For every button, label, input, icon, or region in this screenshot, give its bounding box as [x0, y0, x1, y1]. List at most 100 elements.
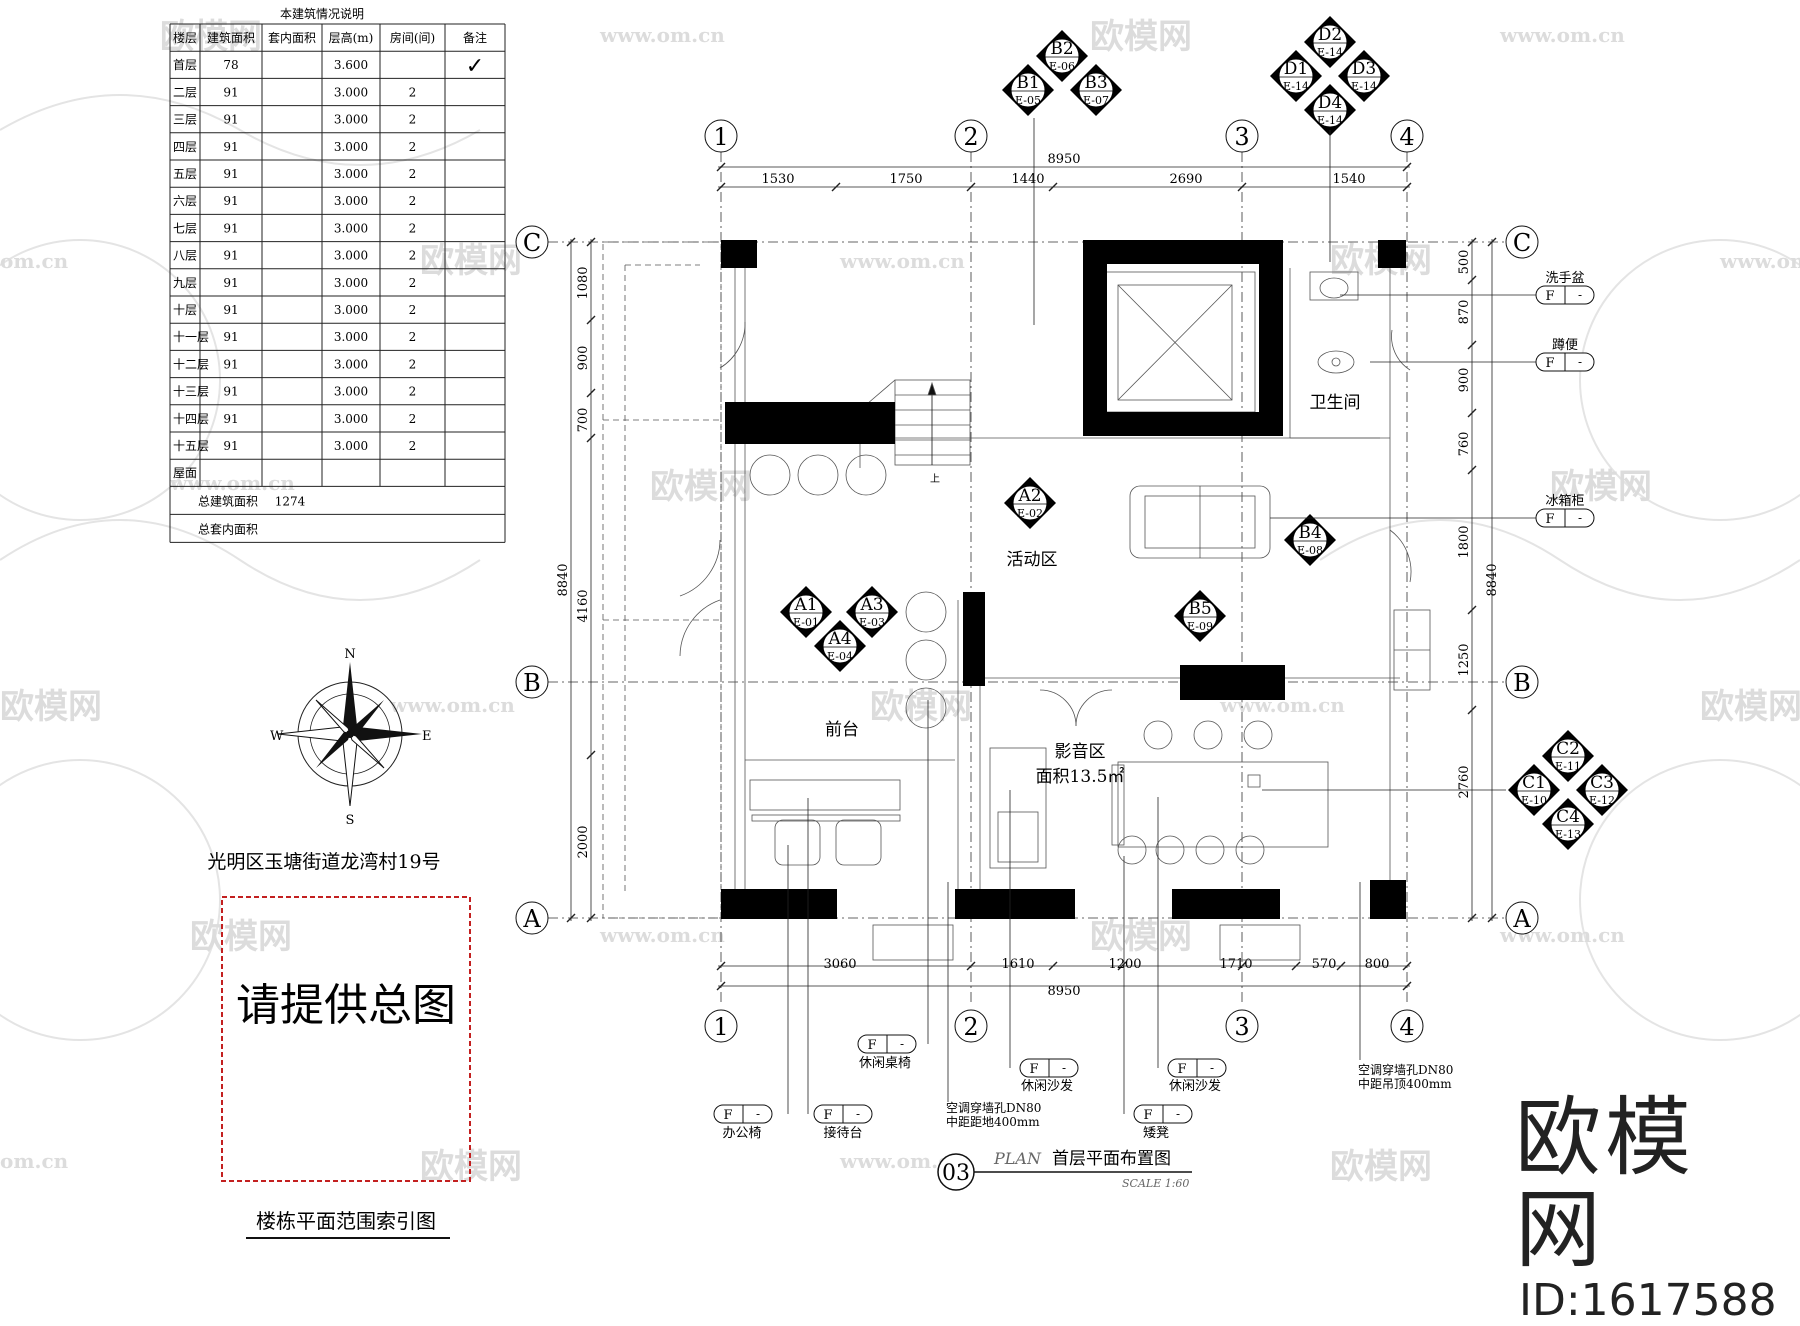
- watermark-url: om.cn: [0, 1149, 69, 1173]
- table-cell: 78: [223, 58, 238, 72]
- table-cell: 3.000: [334, 385, 368, 399]
- svg-text:-: -: [756, 1107, 760, 1121]
- svg-text:F: F: [723, 1108, 732, 1123]
- svg-text:2: 2: [963, 123, 978, 151]
- svg-text:E-06: E-06: [1049, 60, 1075, 73]
- tag-leisure-sofa-1: F-休闲沙发: [1019, 1058, 1079, 1094]
- table-cell: 91: [223, 85, 238, 99]
- table-cell: 3.000: [334, 439, 368, 453]
- table-total-area-value: 1274: [275, 494, 306, 508]
- svg-text:E-04: E-04: [827, 650, 853, 663]
- table-cell: 91: [223, 385, 238, 399]
- watermark-layer: [0, 94, 1800, 1041]
- svg-text:E-09: E-09: [1187, 620, 1213, 633]
- svg-text:F: F: [823, 1108, 832, 1123]
- grid-bubble-c-right: C: [1505, 225, 1539, 259]
- table-cell: 首层: [173, 58, 197, 72]
- svg-text:C2: C2: [1556, 739, 1580, 759]
- svg-text:3: 3: [1234, 1013, 1249, 1041]
- grid-bubble-c-left: C: [515, 225, 549, 259]
- callout-a2: A2E-02: [1004, 477, 1056, 529]
- brand-logo: 欧模网 ID:1617588: [1515, 1092, 1777, 1326]
- drawing-title-block: 03 PLAN 首层平面布置图 SCALE 1:60: [937, 1149, 1192, 1191]
- watermark-url: www.om.cn: [839, 249, 965, 273]
- table-cell: 3.000: [334, 167, 368, 181]
- svg-text:C1: C1: [1522, 773, 1546, 793]
- compass-s: S: [346, 813, 355, 828]
- table-cell: 91: [223, 113, 238, 127]
- brand-id: ID:1617588: [1519, 1275, 1777, 1326]
- dim-bottom-seg: 1610: [1001, 957, 1034, 972]
- tag-wash-basin: F-洗手盆: [1535, 271, 1595, 305]
- tag-leisure-sofa-2: F-休闲沙发: [1167, 1058, 1227, 1094]
- room-av: 影音区: [1055, 742, 1106, 762]
- table-total-inner-label: 总套内面积: [198, 522, 258, 536]
- dim-bottom-seg: 570: [1312, 957, 1337, 972]
- table-total-area-label: 总建筑面积: [198, 493, 258, 508]
- svg-text:C3: C3: [1590, 773, 1614, 793]
- dim-right-seg: 760: [1457, 432, 1472, 457]
- table-cell: 十三层: [173, 385, 209, 399]
- dim-top-seg: 1530: [761, 172, 794, 187]
- table-cell: 91: [223, 194, 238, 208]
- callout-b2: B2E-06: [1036, 30, 1088, 82]
- svg-text:1: 1: [713, 1013, 728, 1041]
- dim-right-seg: 1250: [1457, 643, 1472, 676]
- table-cell: 91: [223, 330, 238, 344]
- table-cell: 91: [223, 249, 238, 263]
- svg-text:F: F: [1177, 1062, 1186, 1077]
- grid-bubble-4-top: 4: [1390, 119, 1424, 153]
- callout-a3: A3E-03: [846, 586, 898, 638]
- table-cell: 3.000: [334, 85, 368, 99]
- table-cell: 3.000: [334, 140, 368, 154]
- floor-plan-drawing: 欧模网 欧模网 欧模网 欧模网 欧模网 欧模网 欧模网 欧模网 欧模网 欧模网 …: [0, 6, 1800, 1239]
- svg-text:B1: B1: [1016, 73, 1039, 93]
- table-cell: 91: [223, 167, 238, 181]
- svg-text:洗手盆: 洗手盆: [1545, 271, 1584, 286]
- dim-right-seg: 2760: [1457, 765, 1472, 798]
- svg-text:1: 1: [713, 123, 728, 151]
- placeholder-box-text: 请提供总图: [236, 980, 456, 1031]
- table-header: 房间(间): [390, 30, 435, 45]
- svg-text:E-11: E-11: [1555, 760, 1581, 773]
- table-cell: 3.000: [334, 249, 368, 263]
- dim-right-seg: 900: [1457, 368, 1472, 393]
- table-cell: 九层: [173, 276, 197, 290]
- table-cell: 3.000: [334, 330, 368, 344]
- leader-lines: [787, 118, 1536, 1114]
- svg-text:D2: D2: [1318, 25, 1342, 45]
- dim-left-seg: 2000: [576, 825, 591, 858]
- table-cell: 3.000: [334, 194, 368, 208]
- svg-text:E-10: E-10: [1521, 794, 1547, 807]
- svg-text:A3: A3: [859, 595, 883, 615]
- compass-rose-icon: N S E W: [270, 647, 432, 828]
- table-cell: 八层: [173, 249, 197, 263]
- svg-text:4: 4: [1399, 1013, 1414, 1041]
- svg-text:A4: A4: [827, 629, 851, 649]
- table-cell: 2: [409, 303, 417, 317]
- table-cell: 七层: [173, 221, 197, 235]
- svg-text:E-01: E-01: [793, 616, 819, 629]
- svg-text:-: -: [1062, 1061, 1066, 1075]
- grid-bubble-4-bottom: 4: [1390, 1009, 1424, 1043]
- drawing-plan-label: PLAN: [993, 1149, 1042, 1168]
- callout-b1: B1E-05: [1002, 64, 1054, 116]
- site-plan-placeholder-box: [221, 896, 471, 1182]
- table-header: 套内面积: [268, 31, 316, 45]
- compass-w: W: [270, 729, 284, 744]
- dim-bottom-seg: 1710: [1219, 957, 1252, 972]
- callout-c1: C1E-10: [1508, 764, 1560, 816]
- dim-top-seg: 1540: [1332, 172, 1365, 187]
- table-cell: 3.000: [334, 357, 368, 371]
- room-wc: 卫生间: [1310, 393, 1361, 413]
- table-grid: [169, 23, 506, 543]
- svg-text:E-14: E-14: [1283, 80, 1309, 93]
- table-cell: 2: [409, 140, 417, 154]
- table-header: 建筑面积: [207, 30, 255, 45]
- table-cell: 91: [223, 439, 238, 453]
- grid-bubble-a-left: A: [515, 901, 549, 935]
- table-cell: 2: [409, 412, 417, 426]
- dimension-texts: 8950 1530 1750 1440 2690 1540 3060 1610 …: [556, 152, 1500, 999]
- svg-text:接待台: 接待台: [823, 1125, 862, 1141]
